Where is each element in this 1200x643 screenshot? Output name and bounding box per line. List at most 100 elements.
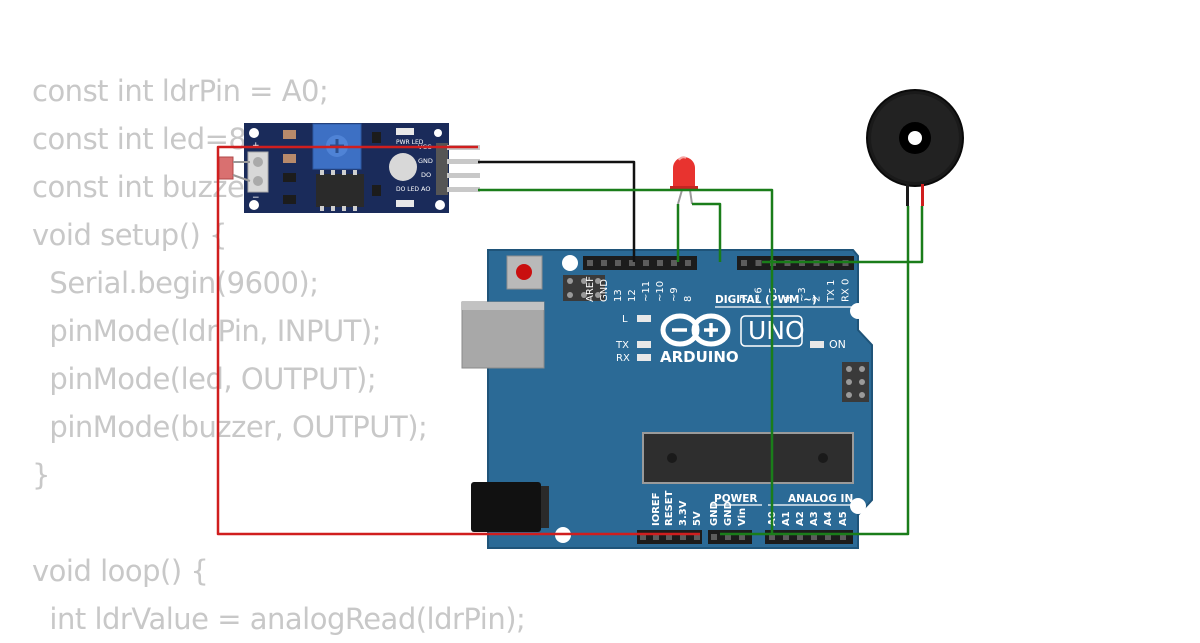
photoresistor-bulb <box>389 153 417 181</box>
analog-pin-label: A4 <box>823 511 834 526</box>
tx-led-label: TX <box>615 340 629 351</box>
pin-label-gnd: GND <box>418 157 433 165</box>
pwr-led <box>396 128 414 135</box>
digital-header-left[interactable] <box>583 256 697 270</box>
power-pin-label: GND <box>723 501 734 526</box>
uno-model: UNO <box>748 316 805 345</box>
header-pin[interactable] <box>797 534 803 540</box>
header-pin[interactable] <box>671 260 677 266</box>
header-pin[interactable] <box>615 260 621 266</box>
digital-header-label: DIGITAL (PWM ~) <box>715 294 817 306</box>
header-pin[interactable] <box>601 260 607 266</box>
code-line: pinMode(ldrPin, INPUT); <box>32 314 381 348</box>
wire-buzzer-pin6[interactable] <box>762 206 924 264</box>
rx-led-label: RX <box>616 353 630 364</box>
wire-buzzer-gnd[interactable] <box>720 206 910 536</box>
header-pin[interactable] <box>643 260 649 266</box>
power-pin-label: 5V <box>692 511 703 526</box>
header-pin[interactable] <box>840 534 846 540</box>
header-pin[interactable] <box>769 534 775 540</box>
mounting-hole <box>850 303 866 319</box>
ldr-photoresistor[interactable] <box>218 156 234 180</box>
digital-pin-label: ~10 <box>655 281 666 302</box>
header-pin[interactable] <box>755 260 762 266</box>
mounting-hole <box>850 498 866 514</box>
header-pin[interactable] <box>725 534 731 540</box>
power-pin-label: IOREF <box>651 492 662 526</box>
header-pin[interactable] <box>694 534 700 540</box>
code-line: void setup() { <box>32 218 228 252</box>
digital-pin-label: ~3 <box>797 287 808 302</box>
digital-pin-label: ~6 <box>754 287 765 302</box>
header-pin[interactable] <box>711 534 717 540</box>
digital-pin-label: 7 <box>739 296 750 302</box>
on-led <box>810 341 824 348</box>
dc-power-jack <box>471 482 541 532</box>
usb-connector <box>461 301 545 369</box>
l-led-label: L <box>622 314 628 325</box>
code-line: } <box>32 458 50 492</box>
analog-header[interactable] <box>765 530 853 544</box>
reset-button-cap[interactable] <box>516 264 532 280</box>
pin-label-do: DO <box>421 171 431 179</box>
digital-pin-label: AREF <box>585 276 596 302</box>
header-pin[interactable] <box>739 534 745 540</box>
analog-pin-label: A2 <box>795 511 806 526</box>
power-pin-label: Vin <box>737 508 748 526</box>
code-line: pinMode(led, OUTPUT); <box>32 362 377 396</box>
digital-pin-label: 8 <box>683 296 694 302</box>
pin-label-ao: AO <box>421 185 430 193</box>
wires[interactable] <box>216 145 924 536</box>
code-line: Serial.begin(9600); <box>32 266 319 300</box>
header-pin[interactable] <box>680 534 686 540</box>
header-pin[interactable] <box>783 534 789 540</box>
wire-ao-a0[interactable] <box>478 188 774 534</box>
header-pin[interactable] <box>685 260 691 266</box>
power-pin-label: 3.3V <box>678 500 689 526</box>
do-led <box>396 200 414 207</box>
wire-led-pin8[interactable] <box>692 202 722 262</box>
rx-led <box>637 354 651 361</box>
analog-pin-label: A3 <box>809 511 820 526</box>
digital-pin-label: TX 1 <box>826 280 837 304</box>
digital-pin-label: ~11 <box>641 281 652 302</box>
on-led-label: ON <box>829 338 846 351</box>
power-header-label: POWER <box>714 493 757 505</box>
header-pin[interactable] <box>741 260 747 266</box>
ldr-header-pins[interactable] <box>447 145 480 192</box>
digital-pin-label: 13 <box>613 289 624 302</box>
arduino-logo-icon <box>660 313 731 347</box>
digital-pin-label: ~5 <box>768 287 779 302</box>
power-pin-label: GND <box>709 501 720 526</box>
digital-pin-label: 4 <box>783 296 794 302</box>
piezo-buzzer[interactable] <box>866 89 964 206</box>
analog-pin-label: A5 <box>838 511 849 526</box>
header-pin[interactable] <box>666 534 672 540</box>
header-pin[interactable] <box>811 534 817 540</box>
wire-vcc-5v[interactable] <box>216 145 700 536</box>
analog-header-label: ANALOG IN <box>788 493 853 505</box>
digital-pin-label: RX 0 <box>841 279 852 302</box>
red-led[interactable] <box>670 156 698 205</box>
code-line: const int led=8; <box>32 122 256 156</box>
mounting-hole <box>562 255 578 271</box>
ldr-sensor-module[interactable]: PWR LED DO LED VCC GND DO AO + − <box>218 123 480 213</box>
code-editor-background: const int ldrPin = A0;const int led=8;co… <box>32 67 526 643</box>
led-dome <box>673 157 695 188</box>
digital-pin-label: ~9 <box>669 287 680 302</box>
header-pin[interactable] <box>587 260 593 266</box>
code-line: pinMode(buzzer, OUTPUT); <box>32 410 428 444</box>
power-pin-label: RESET <box>664 490 675 526</box>
header-pin[interactable] <box>657 260 663 266</box>
header-pin[interactable] <box>640 534 646 540</box>
code-line: const int ldrPin = A0; <box>32 74 329 108</box>
digital-pin-label: 12 <box>627 289 638 302</box>
header-pin[interactable] <box>653 534 659 540</box>
wire-gnd[interactable] <box>478 160 636 262</box>
header-pin[interactable] <box>629 260 635 266</box>
header-pin[interactable] <box>825 534 831 540</box>
arduino-brand: ARDUINO <box>660 348 739 366</box>
digital-pin-label: GND <box>599 279 610 302</box>
